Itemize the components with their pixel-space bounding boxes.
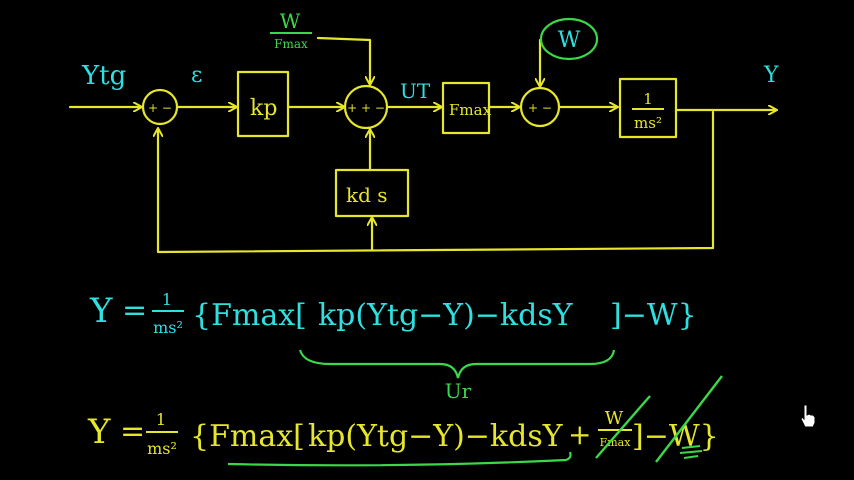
diagram-labels: Ytg ε kp UT Fmax 1 ms² Y kd s W Fmax W +… [81, 9, 779, 207]
eq2-cancel-slash-2 [655, 375, 723, 463]
eq2-body-b: kp(Ytg−Y)−kdsY [308, 419, 564, 454]
eq1-underbrace [298, 349, 616, 379]
equation-1: Y = 1 ms² {Fmax[ kp(Ytg−Y)−kdsY ]−W} Ur [89, 290, 697, 403]
ut-label: UT [400, 79, 431, 103]
eq1-frac-den: ms² [153, 318, 183, 337]
hand-pointer-icon [800, 404, 816, 428]
disturbance-input-arrow [316, 36, 370, 84]
input-label: Ytg [81, 61, 126, 91]
plant-block [618, 77, 678, 139]
equation-2: Y = 1 ms² {Fmax[ kp(Ytg−Y)−kdsY + W Fmax… [87, 375, 723, 467]
plant-denominator: ms² [634, 114, 662, 132]
eq1-frac-num: 1 [162, 290, 172, 309]
sum2-signs: + + − [347, 101, 385, 115]
eq2-body-a: {Fmax[ [190, 419, 305, 454]
kds-label: kd s [346, 183, 388, 207]
kp-label: kp [250, 96, 277, 121]
eq2-cancel-marks [679, 445, 703, 459]
eq2-plus: + [568, 418, 591, 451]
eq2-frac-den: ms² [147, 439, 177, 458]
eq1-lhs: Y [89, 291, 113, 331]
eq2-w-num: W [605, 408, 624, 429]
plant-numerator: 1 [643, 90, 653, 108]
sum1-signs: + − [148, 101, 172, 115]
w-top-numerator: W [280, 9, 301, 33]
eq1-body-c: ]−W} [610, 298, 697, 333]
feedback-path [158, 110, 715, 254]
fmax-label: Fmax [449, 101, 492, 119]
eq2-lhs: Y [87, 412, 111, 452]
error-label: ε [191, 63, 202, 88]
w-highlight-circle [539, 17, 599, 61]
eq2-underline [227, 451, 572, 467]
output-label: Y [763, 63, 779, 88]
kp-block [236, 70, 290, 138]
eq1-brace-label: Ur [445, 379, 472, 403]
w-circled-label: W [558, 28, 581, 53]
w-top-denominator: Fmax [274, 37, 308, 51]
eq1-body-a: {Fmax[ [192, 298, 307, 333]
eq2-equals: = [120, 414, 145, 449]
eq2-frac-num: 1 [156, 410, 166, 429]
eq2-cancel-slash-1 [595, 395, 651, 459]
sum3-signs: + − [528, 101, 552, 115]
eq1-body-b: kp(Ytg−Y)−kdsY [318, 298, 574, 333]
block-diagram [68, 17, 776, 254]
eq1-equals: = [122, 293, 147, 328]
